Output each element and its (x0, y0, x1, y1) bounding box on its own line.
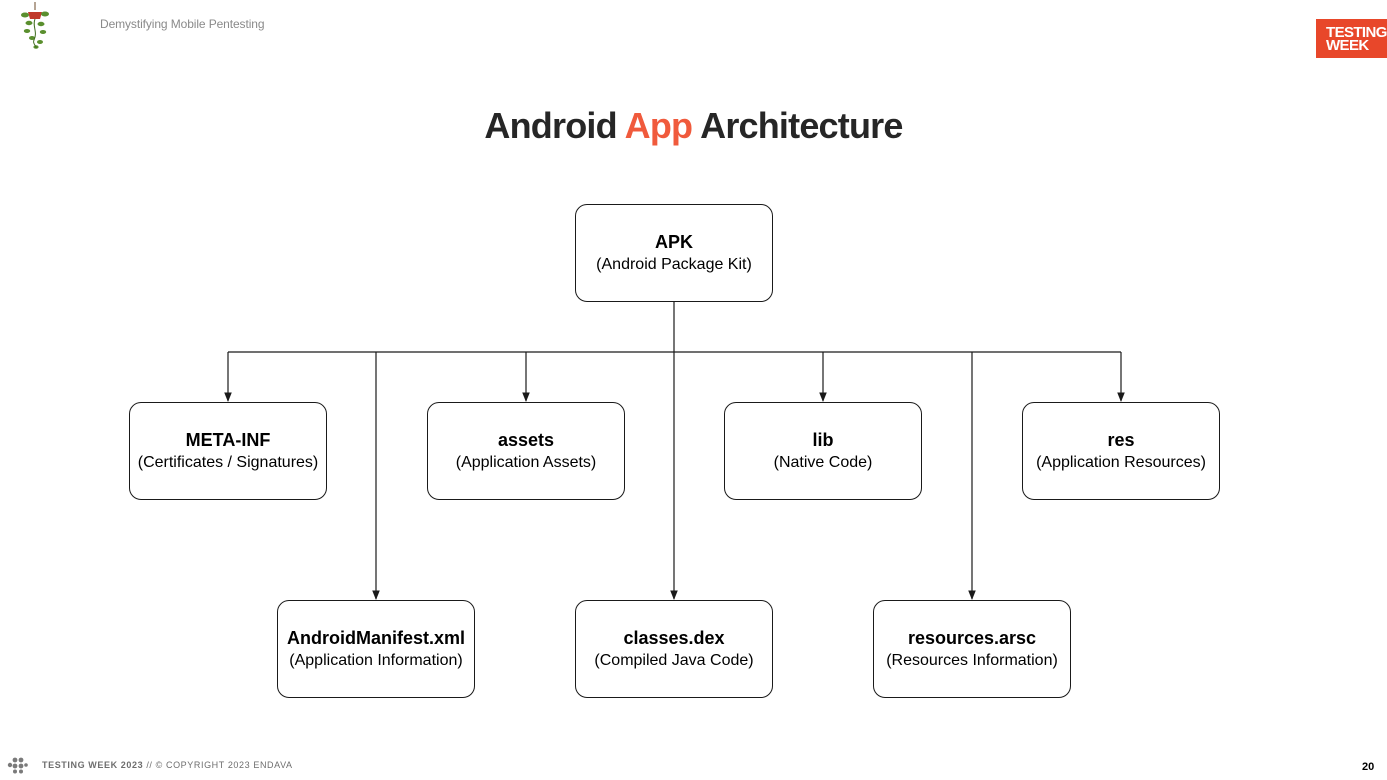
testing-week-logo: TESTING WEEK (1316, 19, 1387, 58)
node-assets: assets (Application Assets) (427, 402, 625, 500)
node-description: (Application Assets) (455, 453, 597, 471)
node-meta-inf: META-INF (Certificates / Signatures) (129, 402, 327, 500)
footer-copyright: © COPYRIGHT 2023 ENDAVA (155, 760, 293, 770)
node-androidmanifest: AndroidManifest.xml (Application Informa… (277, 600, 475, 698)
node-description: (Resources Information) (886, 651, 1058, 669)
title-part-1: Android (484, 105, 625, 146)
badge-line-2: WEEK (1326, 37, 1369, 54)
title-part-2: Architecture (692, 105, 903, 146)
node-name: res (1107, 429, 1135, 450)
node-name: lib (812, 429, 834, 450)
node-classes-dex: classes.dex (Compiled Java Code) (575, 600, 773, 698)
title-accent: App (624, 105, 693, 146)
footer-brand: TESTING WEEK 2023 (42, 760, 144, 770)
node-name: META-INF (185, 429, 271, 450)
node-description: (Native Code) (773, 453, 873, 471)
node-description: (Android Package Kit) (596, 255, 752, 273)
node-description: (Certificates / Signatures) (137, 453, 319, 471)
plant-logo-icon (21, 2, 49, 49)
node-apk: APK (Android Package Kit) (575, 204, 773, 302)
node-name: assets (497, 429, 555, 450)
page-number: 20 (1362, 761, 1375, 773)
node-resources-arsc: resources.arsc (Resources Information) (873, 600, 1071, 698)
endava-logo-icon (7, 757, 28, 774)
node-description: (Application Resources) (1036, 453, 1206, 471)
node-name: classes.dex (623, 627, 725, 648)
node-name: AndroidManifest.xml (286, 627, 465, 648)
footer-text: TESTING WEEK 2023 // © COPYRIGHT 2023 EN… (42, 760, 293, 770)
footer-separator: // (143, 760, 156, 770)
node-name: resources.arsc (907, 627, 1037, 648)
node-name: APK (654, 231, 693, 252)
slide-title: Android App Architecture (0, 105, 1387, 147)
node-description: (Compiled Java Code) (594, 651, 754, 669)
badge-line-1: TESTING (1326, 24, 1387, 41)
node-description: (Application Information) (289, 651, 463, 669)
deck-title: Demystifying Mobile Pentesting (100, 17, 265, 31)
node-lib: lib (Native Code) (724, 402, 922, 500)
node-res: res (Application Resources) (1022, 402, 1220, 500)
